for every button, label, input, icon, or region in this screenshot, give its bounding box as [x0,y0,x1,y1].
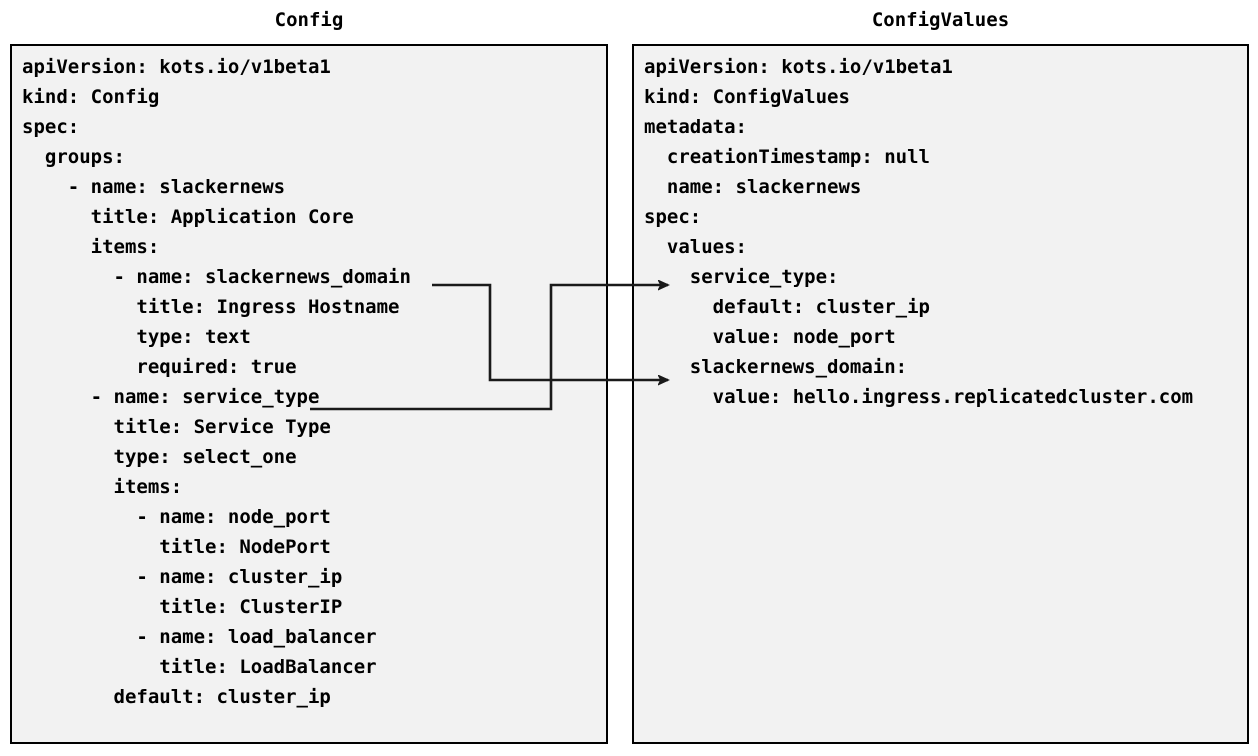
config-panel: apiVersion: kots.io/v1beta1 kind: Config… [10,44,608,744]
configvalues-panel: apiVersion: kots.io/v1beta1 kind: Config… [632,44,1249,744]
configvalues-panel-title: ConfigValues [871,9,1010,31]
config-yaml-text: apiVersion: kots.io/v1beta1 kind: Config… [22,56,411,708]
config-panel-title: Config [274,9,344,31]
configvalues-yaml-text: apiVersion: kots.io/v1beta1 kind: Config… [644,56,1194,408]
